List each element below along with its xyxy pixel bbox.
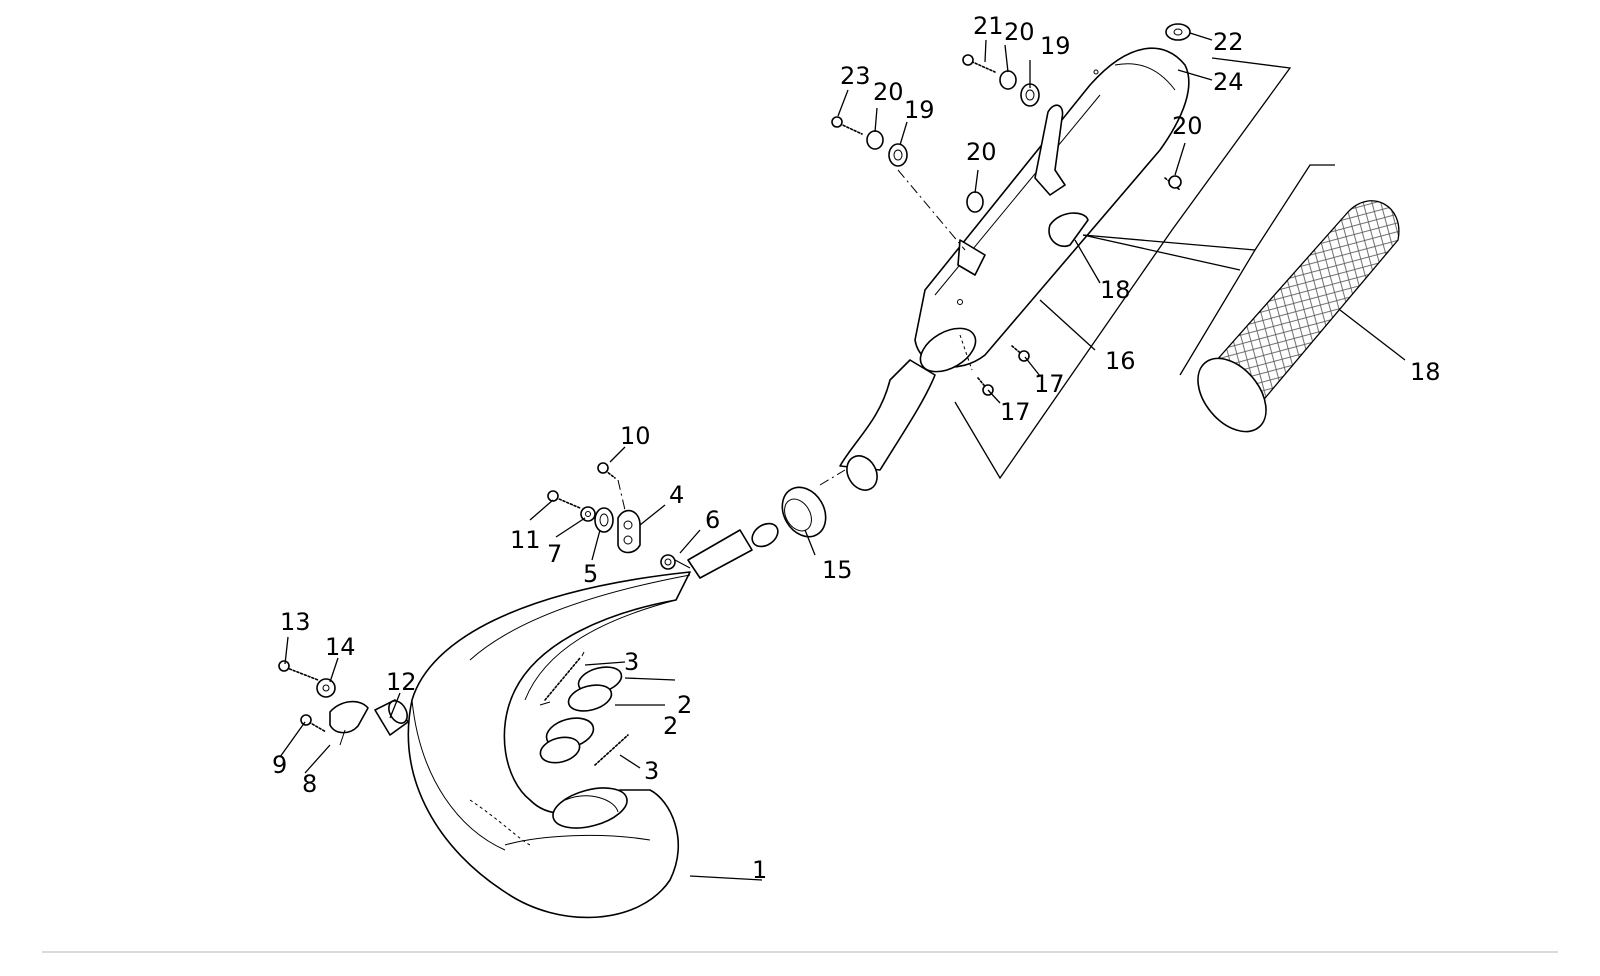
- mesh-sleeve-part: [1197, 200, 1400, 433]
- bolt-part: [597, 462, 626, 511]
- bolt-13-part: [278, 660, 319, 681]
- callout-11: 11: [510, 526, 541, 554]
- callout-9: 9: [272, 751, 287, 779]
- callout-20c: 20: [966, 138, 997, 166]
- callout-17a: 17: [1034, 370, 1065, 398]
- flange-bracket-part: [329, 700, 369, 746]
- callout-7: 7: [547, 540, 562, 568]
- clamp-ring-part: [781, 486, 827, 538]
- connecting-pipe-part: [687, 359, 936, 579]
- spacer-part: [660, 554, 691, 570]
- spring-part: [539, 651, 629, 766]
- callout-4: 4: [669, 481, 684, 509]
- silencer-bracket-part: [897, 104, 1066, 276]
- callout-20d: 20: [1172, 112, 1203, 140]
- bolt-small-part: [300, 714, 327, 733]
- bushing-part: [866, 70, 1182, 213]
- callout-2b: 2: [663, 712, 678, 740]
- silencer-body-part: [914, 47, 1190, 373]
- callout-23: 23: [840, 62, 871, 90]
- callout-8: 8: [302, 770, 317, 798]
- callout-5: 5: [583, 560, 598, 588]
- callout-19b: 19: [904, 96, 935, 124]
- callout-18b: 18: [1410, 358, 1441, 386]
- callout-17b: 17: [1000, 398, 1031, 426]
- callout-2a: 2: [677, 691, 692, 719]
- callout-18a: 18: [1100, 276, 1131, 304]
- cylinder-spacer-part: [374, 699, 409, 736]
- grommet-part: [888, 83, 1040, 167]
- callout-13: 13: [280, 608, 311, 636]
- callout-15: 15: [822, 556, 853, 584]
- bolt-21-part: [962, 54, 996, 73]
- leader-lines: [279, 32, 1406, 881]
- callout-21: 21: [973, 12, 1004, 40]
- callout-19a: 19: [1040, 32, 1071, 60]
- gasket-part: [539, 666, 623, 764]
- callout-22: 22: [1213, 28, 1244, 56]
- callout-3a: 3: [624, 648, 639, 676]
- callout-20b: 20: [873, 78, 904, 106]
- bracket-plate-part: [617, 509, 641, 554]
- callout-6: 6: [705, 506, 720, 534]
- bolt-23-part: [831, 116, 863, 135]
- washer-22-part: [1165, 23, 1191, 41]
- washer-part: [580, 506, 596, 522]
- washer-14-part: [316, 678, 336, 698]
- callout-12: 12: [386, 668, 417, 696]
- callout-20a: 20: [1004, 18, 1035, 46]
- callout-14: 14: [325, 633, 356, 661]
- callout-1: 1: [752, 856, 767, 884]
- callout-3b: 3: [644, 757, 659, 785]
- rubber-bushing-part: [594, 507, 614, 533]
- callout-24: 24: [1213, 68, 1244, 96]
- expansion-chamber-part: [407, 571, 691, 919]
- callout-16: 16: [1105, 347, 1136, 375]
- bolt-long-part: [547, 490, 581, 509]
- clip-part: [1048, 212, 1089, 247]
- callout-10: 10: [620, 422, 651, 450]
